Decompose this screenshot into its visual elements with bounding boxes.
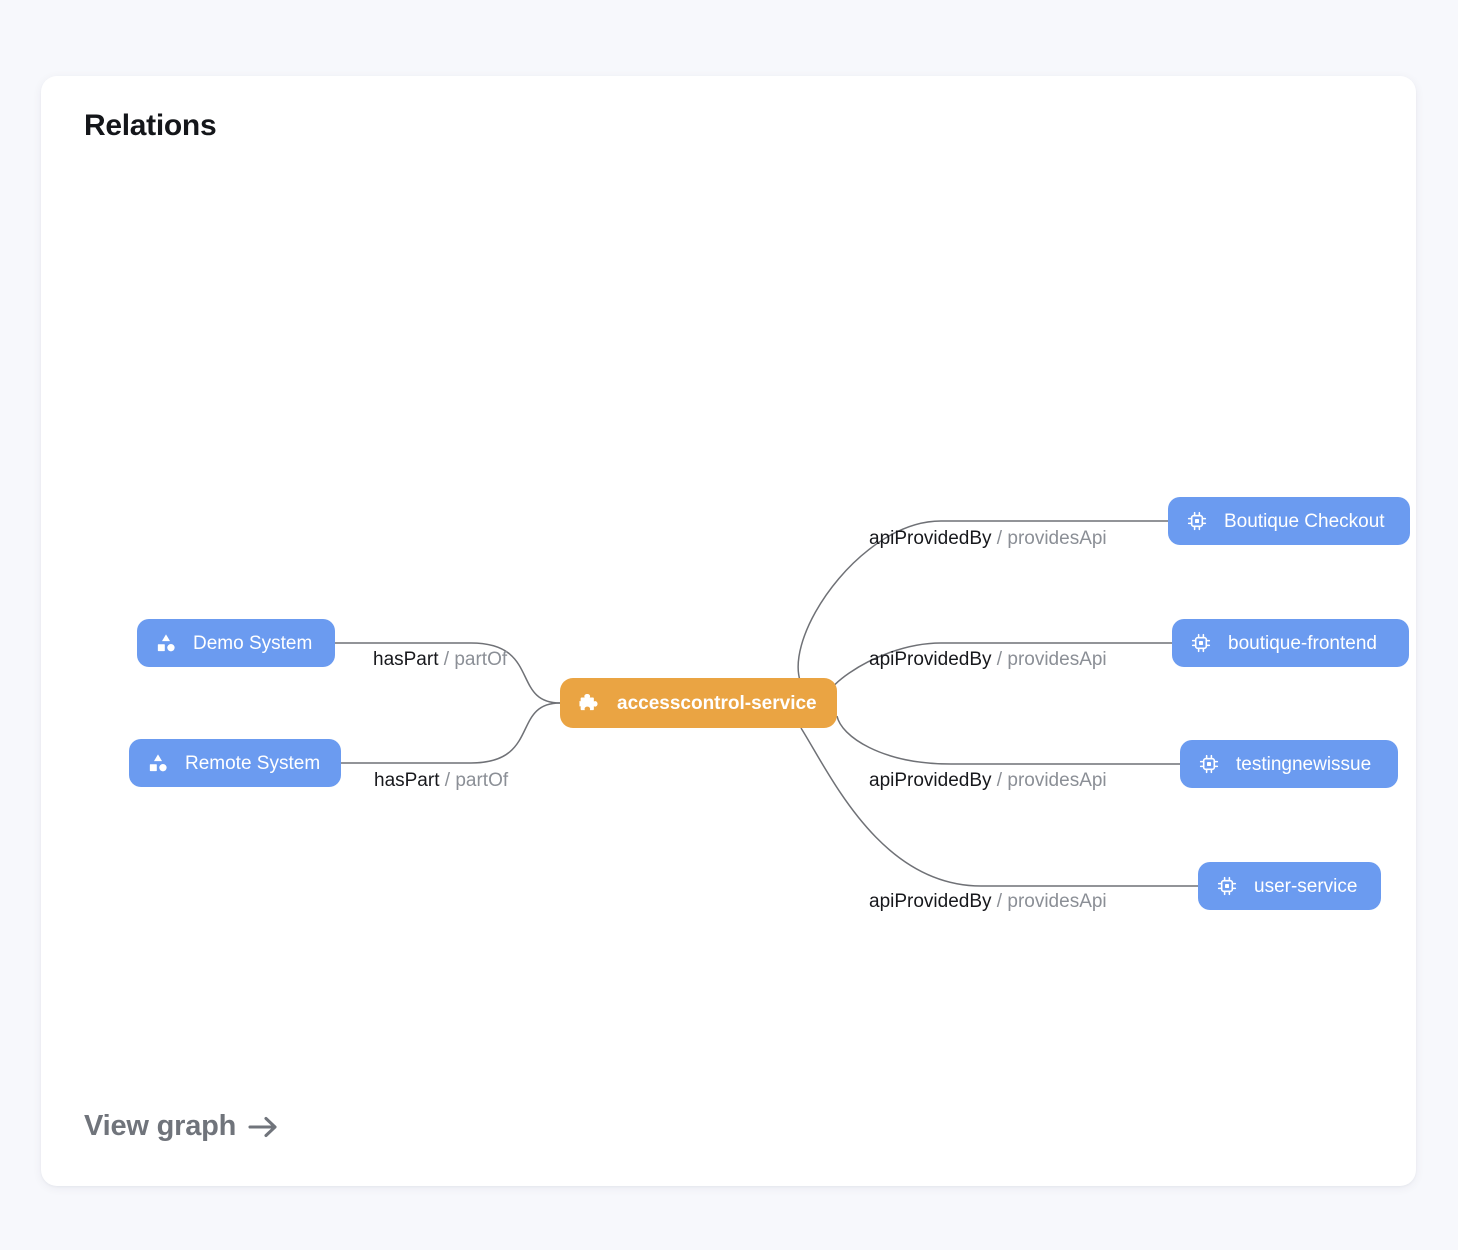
edge-relation-forward: apiProvidedBy bbox=[869, 528, 992, 549]
edge-relation-reverse: providesApi bbox=[1007, 770, 1107, 791]
edge-relation-forward: hasPart bbox=[374, 770, 440, 791]
graph-node-demo-system[interactable]: Demo System bbox=[137, 619, 335, 667]
view-graph-link[interactable]: View graph bbox=[84, 1110, 281, 1143]
relations-card: Relations accesscontrol-service Demo Syst… bbox=[41, 76, 1416, 1186]
edge-relation-separator: / bbox=[438, 649, 455, 670]
edge-relation-separator: / bbox=[991, 528, 1008, 549]
edge-relation-forward: apiProvidedBy bbox=[869, 891, 992, 912]
edge-relation-forward: apiProvidedBy bbox=[869, 770, 992, 791]
graph-node-label: user-service bbox=[1254, 875, 1358, 897]
edge-label-edge-user-service: apiProvidedBy / providesApi bbox=[869, 892, 1107, 911]
graph-node-label: Remote System bbox=[185, 752, 321, 774]
edge-relation-separator: / bbox=[991, 770, 1008, 791]
edge-relation-separator: / bbox=[439, 770, 456, 791]
category-shapes-icon bbox=[155, 632, 177, 654]
arrow-right-icon bbox=[247, 1113, 281, 1141]
edge-label-edge-remote-system: hasPart / partOf bbox=[374, 771, 508, 790]
graph-node-boutique-checkout[interactable]: Boutique Checkout bbox=[1168, 497, 1410, 545]
edge-relation-forward: apiProvidedBy bbox=[869, 649, 992, 670]
chip-icon bbox=[1186, 510, 1208, 532]
graph-node-testingnewissue[interactable]: testingnewissue bbox=[1180, 740, 1398, 788]
puzzle-piece-icon bbox=[578, 692, 600, 714]
edge-relation-separator: / bbox=[991, 649, 1008, 670]
graph-node-remote-system[interactable]: Remote System bbox=[129, 739, 341, 787]
chip-icon bbox=[1216, 875, 1238, 897]
graph-node-label: Demo System bbox=[193, 632, 313, 654]
edge-label-edge-demo-system: hasPart / partOf bbox=[373, 650, 507, 669]
edge-label-edge-boutique-checkout: apiProvidedBy / providesApi bbox=[869, 529, 1107, 548]
edge-relation-reverse: providesApi bbox=[1007, 649, 1107, 670]
graph-node-label: testingnewissue bbox=[1236, 753, 1372, 775]
graph-node-label: Boutique Checkout bbox=[1224, 510, 1385, 532]
page-title: Relations bbox=[84, 109, 217, 142]
category-shapes-icon bbox=[147, 752, 169, 774]
edge-relation-forward: hasPart bbox=[373, 649, 439, 670]
graph-node-boutique-frontend[interactable]: boutique-frontend bbox=[1172, 619, 1409, 667]
graph-edge-edge-remote-system bbox=[341, 702, 561, 764]
edge-relation-separator: / bbox=[991, 891, 1008, 912]
graph-node-user-service[interactable]: user-service bbox=[1198, 862, 1381, 910]
edge-label-edge-testingnewissue: apiProvidedBy / providesApi bbox=[869, 771, 1107, 790]
edge-relation-reverse: partOf bbox=[454, 649, 508, 670]
edge-relation-reverse: providesApi bbox=[1007, 528, 1107, 549]
edge-relation-reverse: partOf bbox=[455, 770, 509, 791]
chip-icon bbox=[1198, 753, 1220, 775]
graph-edge-edge-testingnewissue bbox=[836, 715, 1180, 765]
graph-edge-edge-user-service bbox=[800, 727, 1198, 887]
graph-node-accesscontrol-service[interactable]: accesscontrol-service bbox=[560, 678, 837, 728]
graph-node-label: boutique-frontend bbox=[1228, 632, 1377, 654]
chip-icon bbox=[1190, 632, 1212, 654]
edge-relation-reverse: providesApi bbox=[1007, 891, 1107, 912]
edge-label-edge-boutique-frontend: apiProvidedBy / providesApi bbox=[869, 650, 1107, 669]
graph-node-label: accesscontrol-service bbox=[617, 692, 817, 714]
view-graph-label: View graph bbox=[84, 1110, 237, 1142]
